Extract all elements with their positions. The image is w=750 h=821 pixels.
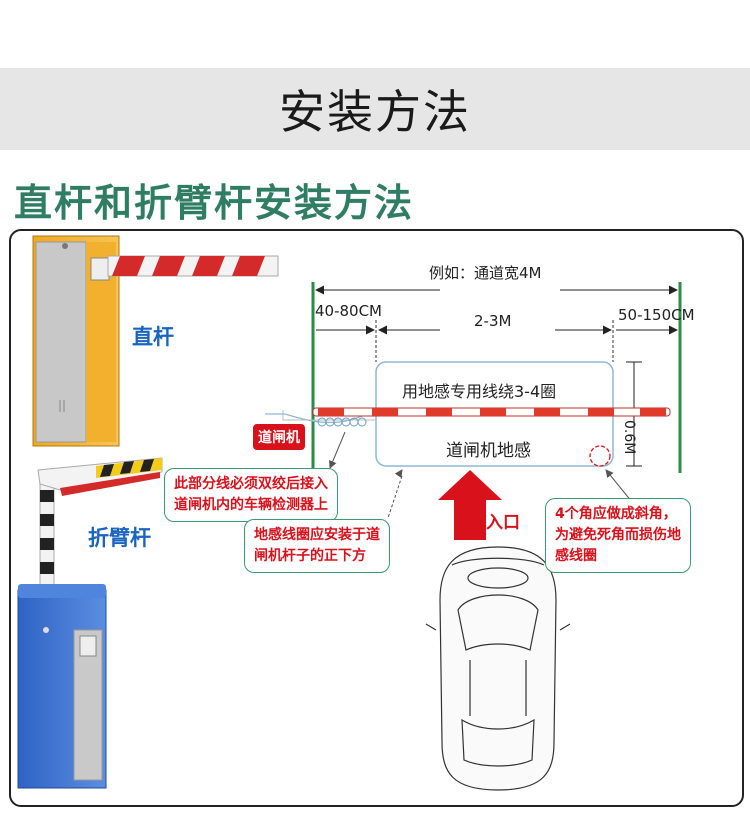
loop-wire-label: 用地感专用线绕3-4圈 [402, 382, 557, 401]
loop-name-label: 道闸机地感 [446, 441, 531, 461]
note-twisted-wire: 此部分线必须双绞后接入 道闸机内的车辆检测器上 [164, 468, 338, 522]
corner-detail-circle [589, 445, 611, 467]
lane-width-label: 例如：通道宽4M [429, 264, 542, 282]
section-subtitle: 直杆和折臂杆安装方法 [14, 181, 415, 225]
barrier-label: 道闸机 [253, 424, 305, 450]
loop-length-label: 2-3M [474, 312, 512, 330]
note-chamfered-corners: 4个角应做成斜角， 为避免死角而损伤地 感线圈 [545, 498, 691, 573]
left-gap-label: 40-80CM [315, 302, 383, 320]
right-gap-label: 50-150CM [618, 306, 695, 324]
title-banner: 安装方法 [0, 68, 750, 150]
page-title: 安装方法 [279, 85, 471, 139]
straight-barrier-illustration [32, 235, 279, 447]
folding-bar-label: 折臂杆 [88, 526, 151, 550]
note-loop-position: 地感线圈应安装于道 闸机杆子的正下方 [244, 519, 390, 573]
folding-barrier-illustration [17, 457, 163, 789]
barrier-arm-plan [312, 407, 671, 417]
car-illustration [425, 546, 571, 791]
loop-depth-label: 0.6M [621, 420, 637, 455]
entrance-label: 入口 [486, 513, 520, 533]
straight-bar-label: 直杆 [132, 325, 174, 349]
entrance-arrow [438, 470, 502, 540]
